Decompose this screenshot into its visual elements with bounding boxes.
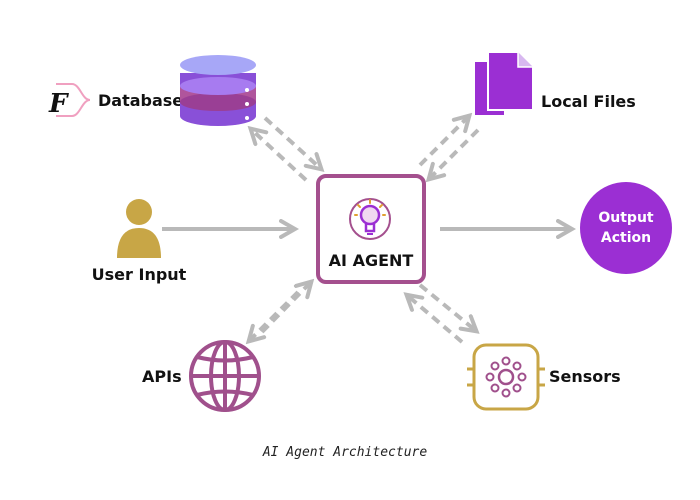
output-action-node: Output Action — [580, 182, 672, 274]
apis-label: APIs — [142, 367, 182, 386]
database-node: F Database — [48, 55, 256, 126]
arrow-sensors-to-agent — [403, 292, 464, 344]
arrow-agent-to-local-files — [418, 112, 473, 167]
arrow-agent-to-sensors — [418, 283, 480, 334]
output-label-line2: Action — [601, 230, 651, 246]
database-icon — [180, 55, 256, 126]
user-input-label: User Input — [92, 265, 187, 284]
database-label: Database — [98, 91, 183, 110]
ai-agent-label: AI AGENT — [329, 251, 414, 270]
sensors-label: Sensors — [549, 367, 621, 386]
file-stack-icon — [475, 51, 534, 115]
globe-icon — [189, 340, 261, 412]
connectors — [162, 112, 577, 345]
arrow-apis-to-agent — [260, 278, 315, 334]
output-label-line1: Output — [598, 210, 654, 226]
arrow-agent-to-apis — [245, 290, 300, 345]
user-icon — [117, 199, 161, 258]
sensors-node: Sensors — [467, 343, 621, 411]
arrow-database-to-agent — [263, 116, 325, 173]
logo-letter: F — [48, 89, 69, 119]
user-input-node: User Input — [92, 199, 187, 284]
sensor-chip-icon — [467, 343, 545, 411]
ai-agent-node: AI AGENT — [316, 174, 426, 284]
apis-node: APIs — [142, 340, 261, 412]
output-circle — [580, 182, 672, 274]
arrow-agent-to-database — [247, 125, 308, 182]
diagram-caption: AI Agent Architecture — [262, 445, 428, 460]
local-files-node: Local Files — [475, 51, 636, 115]
brain-bulb-icon — [349, 198, 391, 240]
brand-logo-icon: F — [48, 83, 91, 119]
local-files-label: Local Files — [541, 92, 636, 111]
arrow-local-files-to-agent — [425, 128, 480, 183]
